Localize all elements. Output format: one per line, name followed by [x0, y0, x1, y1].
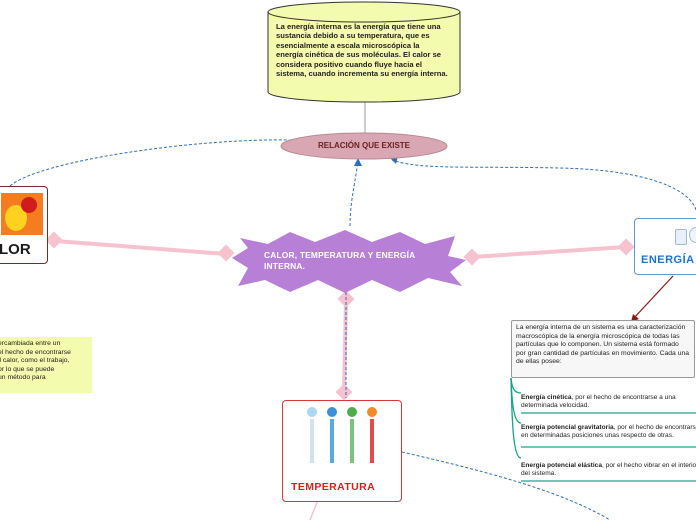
center-node-shape	[232, 230, 466, 293]
dashed-energia-link	[391, 159, 696, 211]
calor-note-line: or lo que se puede	[0, 365, 55, 373]
diamond-temp-end	[335, 383, 353, 401]
energia-node[interactable]: ENERGÍA	[634, 218, 696, 275]
diamond-calor-end	[45, 231, 63, 249]
temperatura-label: TEMPERATURA	[291, 481, 376, 493]
energy-type-kinetic: Energía cinética, por el hecho de encont…	[521, 394, 676, 410]
temperatura-node[interactable]: TEMPERATURA	[282, 400, 402, 502]
temperatura-connector	[342, 299, 348, 393]
diamond-calor-start	[217, 244, 235, 262]
calor-note-line: un método para	[0, 374, 46, 382]
energy-type-elastic: Energía potencial elástica, por el hecho…	[521, 462, 696, 478]
relation-node[interactable]: RELACIÓN QUE EXISTE	[317, 141, 410, 150]
sun-character-icon	[1, 193, 43, 235]
battery-icon-2	[689, 227, 696, 243]
calor-label: LOR	[0, 241, 31, 258]
calor-note-line: ercambiada entre un	[0, 340, 61, 347]
battery-icon	[675, 229, 687, 245]
calor-note-line: el hecho de encontrarse	[0, 348, 71, 356]
relation-node-shape	[280, 132, 448, 160]
calor-connector	[54, 239, 227, 256]
calor-note-line: il calor, como el trabajo,	[0, 357, 70, 365]
thermometers-icon	[303, 407, 381, 475]
energia-label: ENERGÍA	[641, 254, 695, 266]
top-note-text: La energía interna es la energía que tie…	[276, 22, 448, 79]
diamond-energia-start	[463, 248, 481, 266]
dashed-bottom-link	[401, 451, 611, 520]
dashed-calor-link	[9, 139, 291, 187]
top-note-shape	[267, 1, 461, 103]
calor-note: ercambiada entre un el hecho de encontra…	[0, 337, 92, 393]
energia-note-arrow	[633, 275, 674, 319]
center-node[interactable]: CALOR, TEMPERATURA Y ENERGÍA INTERNA.	[264, 250, 416, 271]
dashed-center-link	[349, 159, 359, 227]
energia-note: La energía interna de un sistema es una …	[511, 320, 695, 378]
energy-type-gravitational: Energía potencial gravitatoria, por el h…	[521, 424, 696, 440]
energia-connector	[471, 245, 627, 259]
diamond-energia-end	[617, 238, 635, 256]
calor-node[interactable]: LOR	[0, 186, 48, 264]
